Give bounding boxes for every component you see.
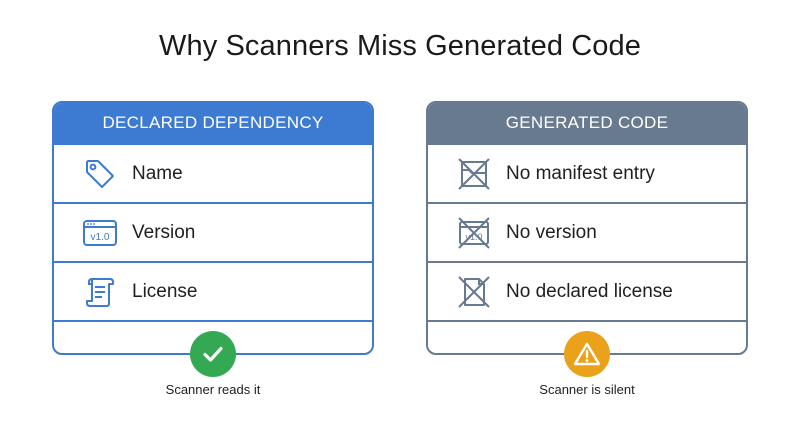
- list-item: No manifest entry: [428, 143, 746, 202]
- empty-row: [428, 320, 746, 353]
- row-label: No declared license: [506, 280, 673, 302]
- crossed-version-icon: v1.0: [454, 215, 494, 251]
- page-title: Why Scanners Miss Generated Code: [159, 30, 641, 62]
- generated-code-card: GENERATED CODE No manifest entry v1.0 No…: [426, 101, 748, 355]
- success-badge: [190, 331, 236, 377]
- checkmark-icon: [203, 346, 223, 362]
- crossed-manifest-icon: [454, 156, 494, 192]
- row-label: Version: [132, 221, 196, 243]
- right-caption: Scanner is silent: [539, 382, 635, 397]
- card-header: GENERATED CODE: [428, 103, 746, 143]
- empty-row: [54, 320, 372, 353]
- crossed-license-icon: [454, 274, 494, 310]
- list-item: v1.0 Version: [54, 202, 372, 261]
- list-item: License: [54, 261, 372, 320]
- card-header: DECLARED DEPENDENCY: [54, 103, 372, 143]
- list-item: No declared license: [428, 261, 746, 320]
- warning-icon: [573, 342, 601, 366]
- row-label: Name: [132, 162, 183, 184]
- tag-icon: [80, 156, 120, 192]
- warning-badge: [564, 331, 610, 377]
- left-caption: Scanner reads it: [165, 382, 261, 397]
- version-icon: v1.0: [80, 215, 120, 251]
- declared-dependency-card: DECLARED DEPENDENCY Name v1.0 Version: [52, 101, 374, 355]
- row-label: No manifest entry: [506, 162, 655, 184]
- license-scroll-icon: [80, 274, 120, 310]
- crossed-version-icon-text: v1.0: [465, 232, 482, 242]
- version-icon-text: v1.0: [91, 232, 110, 243]
- row-label: No version: [506, 221, 597, 243]
- list-item: v1.0 No version: [428, 202, 746, 261]
- list-item: Name: [54, 143, 372, 202]
- row-label: License: [132, 280, 198, 302]
